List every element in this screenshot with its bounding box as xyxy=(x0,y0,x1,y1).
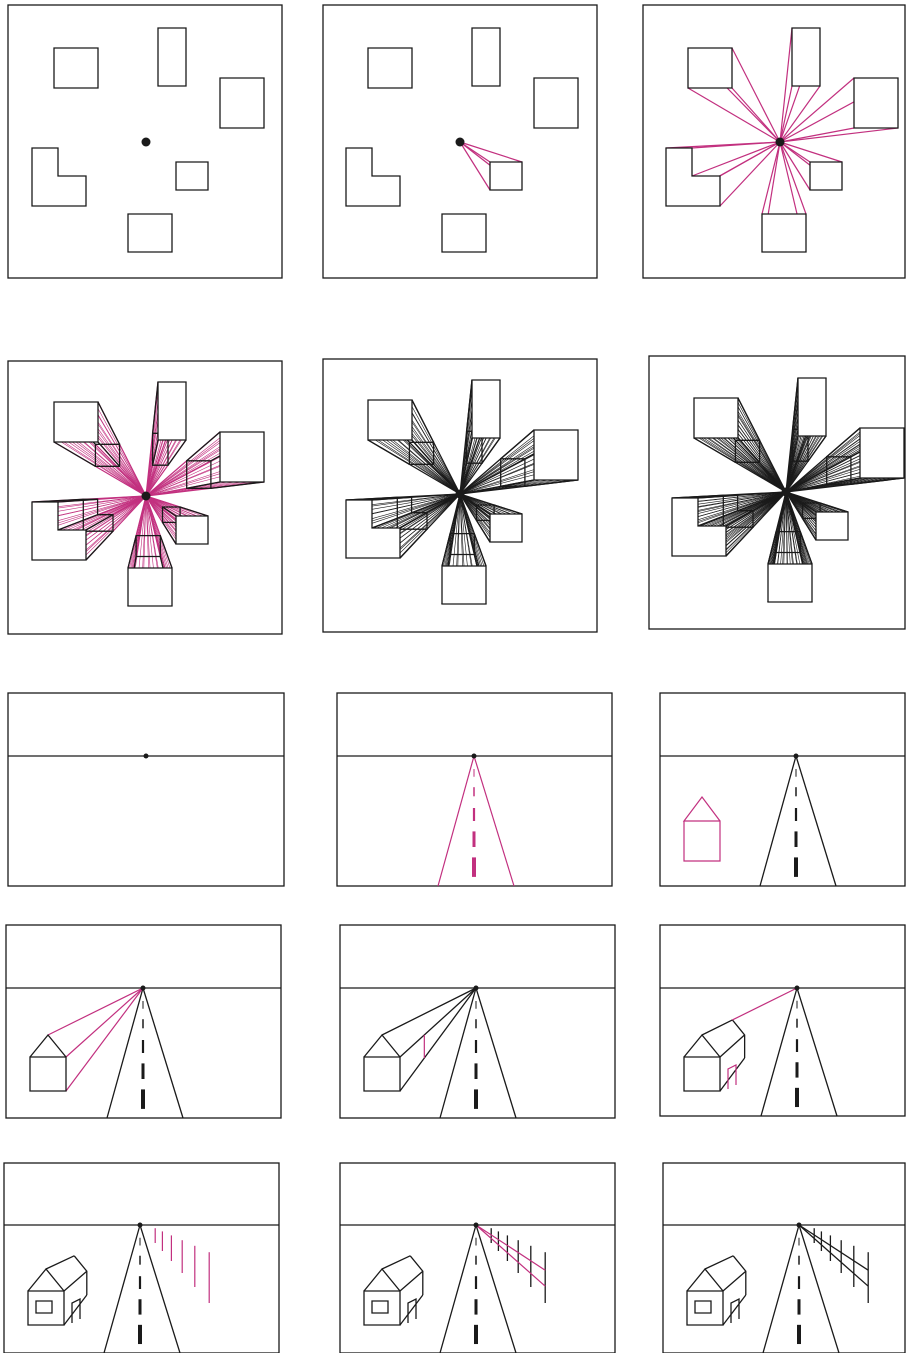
vanishing-point-icon xyxy=(456,138,465,147)
square-block xyxy=(694,398,738,438)
tall-block xyxy=(798,378,826,436)
large-block xyxy=(534,78,578,128)
small-block xyxy=(810,162,842,190)
vanishing-point-icon xyxy=(797,1223,802,1228)
tall-block xyxy=(792,28,820,86)
sequence-b-step-9-finished-scene xyxy=(663,1163,905,1353)
sequence-b-step-7-fence-posts xyxy=(4,1163,279,1353)
bottom-block xyxy=(442,566,486,604)
bottom-block xyxy=(762,214,806,252)
square-block xyxy=(368,400,412,440)
bottom-block xyxy=(442,214,486,252)
small-block xyxy=(490,514,522,542)
vanishing-point-icon xyxy=(794,754,799,759)
tall-block xyxy=(158,28,186,86)
sequence-a-step-2-first-block-connected xyxy=(323,5,597,278)
house-front-wall xyxy=(364,1057,400,1091)
sequence-b-step-2-road-lines xyxy=(337,693,612,886)
square-block xyxy=(368,48,412,88)
large-block xyxy=(854,78,898,128)
vanishing-point-icon xyxy=(776,138,785,147)
square-block xyxy=(688,48,732,88)
house-front-wall xyxy=(364,1291,400,1325)
vanishing-point-icon xyxy=(456,490,465,499)
sequence-a-step-1-blocks-with-vanishing-point xyxy=(8,5,282,278)
large-block xyxy=(534,430,578,480)
sequence-b-step-4-house-receding-lines xyxy=(6,925,281,1118)
vanishing-point-icon xyxy=(138,1223,143,1228)
sequence-b-step-8-fence-rails xyxy=(340,1163,615,1353)
square-block xyxy=(54,48,98,88)
vanishing-point-icon xyxy=(474,986,479,991)
sequence-b-step-1-horizon-and-vanishing-point xyxy=(8,693,284,886)
panel-frame xyxy=(660,693,905,886)
small-block xyxy=(176,162,208,190)
tall-block xyxy=(158,382,186,440)
sequence-a-step-4-depth-lines-pink xyxy=(8,361,282,634)
small-block xyxy=(816,512,848,540)
sequence-b-step-6-house-window-door xyxy=(660,925,905,1116)
house-front-wall xyxy=(684,1057,720,1091)
vanishing-point-icon xyxy=(472,754,477,759)
sequence-b-step-5-house-back-edge xyxy=(340,925,615,1118)
square-block xyxy=(54,402,98,442)
vanishing-point-icon xyxy=(141,986,146,991)
bottom-block xyxy=(768,564,812,602)
house-front-wall xyxy=(28,1291,64,1325)
sequence-a-step-3-all-blocks-connected xyxy=(643,5,905,278)
vanishing-point-icon xyxy=(142,492,151,501)
vanishing-point-icon xyxy=(144,754,149,759)
large-block xyxy=(220,78,264,128)
bottom-block xyxy=(128,214,172,252)
tall-block xyxy=(472,380,500,438)
sequence-b-step-3-house-front xyxy=(660,693,905,886)
small-block xyxy=(490,162,522,190)
vanishing-point-icon xyxy=(782,488,791,497)
tall-block xyxy=(472,28,500,86)
vanishing-point-icon xyxy=(142,138,151,147)
sequence-a-step-5-depth-lines-inked xyxy=(323,359,597,632)
vanishing-point-icon xyxy=(795,986,800,991)
large-block xyxy=(220,432,264,482)
vanishing-point-icon xyxy=(474,1223,479,1228)
large-block xyxy=(860,428,904,478)
sequence-a-step-6-shaded-blocks xyxy=(649,356,905,629)
small-block xyxy=(176,516,208,544)
house-front-wall xyxy=(30,1057,66,1091)
panel-frame xyxy=(8,693,284,886)
house-front-wall xyxy=(687,1291,723,1325)
bottom-block xyxy=(128,568,172,606)
